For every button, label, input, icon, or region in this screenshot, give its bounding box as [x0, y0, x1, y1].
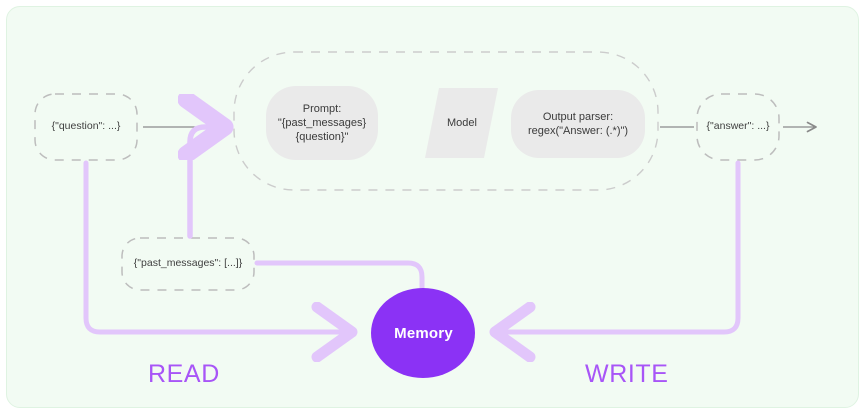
- step-prompt: [266, 86, 378, 160]
- flow-past-messages-into-chain: [190, 127, 222, 239]
- flow-read-path: [83, 160, 352, 332]
- node-answer: [696, 93, 780, 161]
- node-past-messages: [121, 237, 255, 291]
- write-label: WRITE: [585, 360, 669, 388]
- memory-label: Memory: [394, 324, 453, 342]
- flow-past-messages-to-memory: [254, 260, 425, 299]
- step-model: [425, 88, 498, 158]
- step-output-parser: [511, 90, 645, 158]
- flow-write-path: [495, 160, 741, 332]
- node-question: [34, 93, 138, 161]
- read-label: READ: [148, 360, 220, 388]
- memory-node[interactable]: [371, 288, 475, 378]
